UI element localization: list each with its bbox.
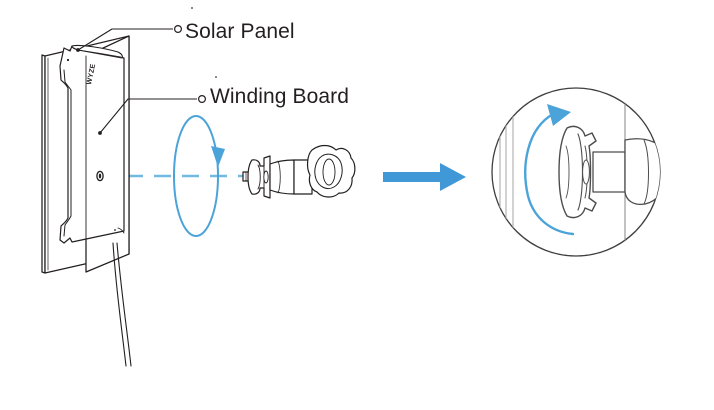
assembly-direction-arrow bbox=[383, 163, 466, 191]
leader-line-solar-panel bbox=[76, 25, 183, 52]
power-cable bbox=[112, 242, 132, 367]
solar-panel-bracket bbox=[41, 35, 130, 274]
panel-surface-marks bbox=[66, 58, 116, 231]
reference-dots bbox=[191, 7, 217, 78]
rotation-indicator-ellipse bbox=[173, 115, 225, 237]
mounting-hole bbox=[96, 170, 104, 182]
detail-rotation-arrow bbox=[524, 104, 575, 236]
label-solar-panel: Solar Panel bbox=[185, 20, 295, 43]
winding-board-thumbscrew bbox=[242, 144, 356, 199]
magnified-detail-callout bbox=[491, 87, 661, 257]
leader-line-winding-board bbox=[98, 94, 207, 135]
label-winding-board: Winding Board bbox=[210, 85, 350, 108]
